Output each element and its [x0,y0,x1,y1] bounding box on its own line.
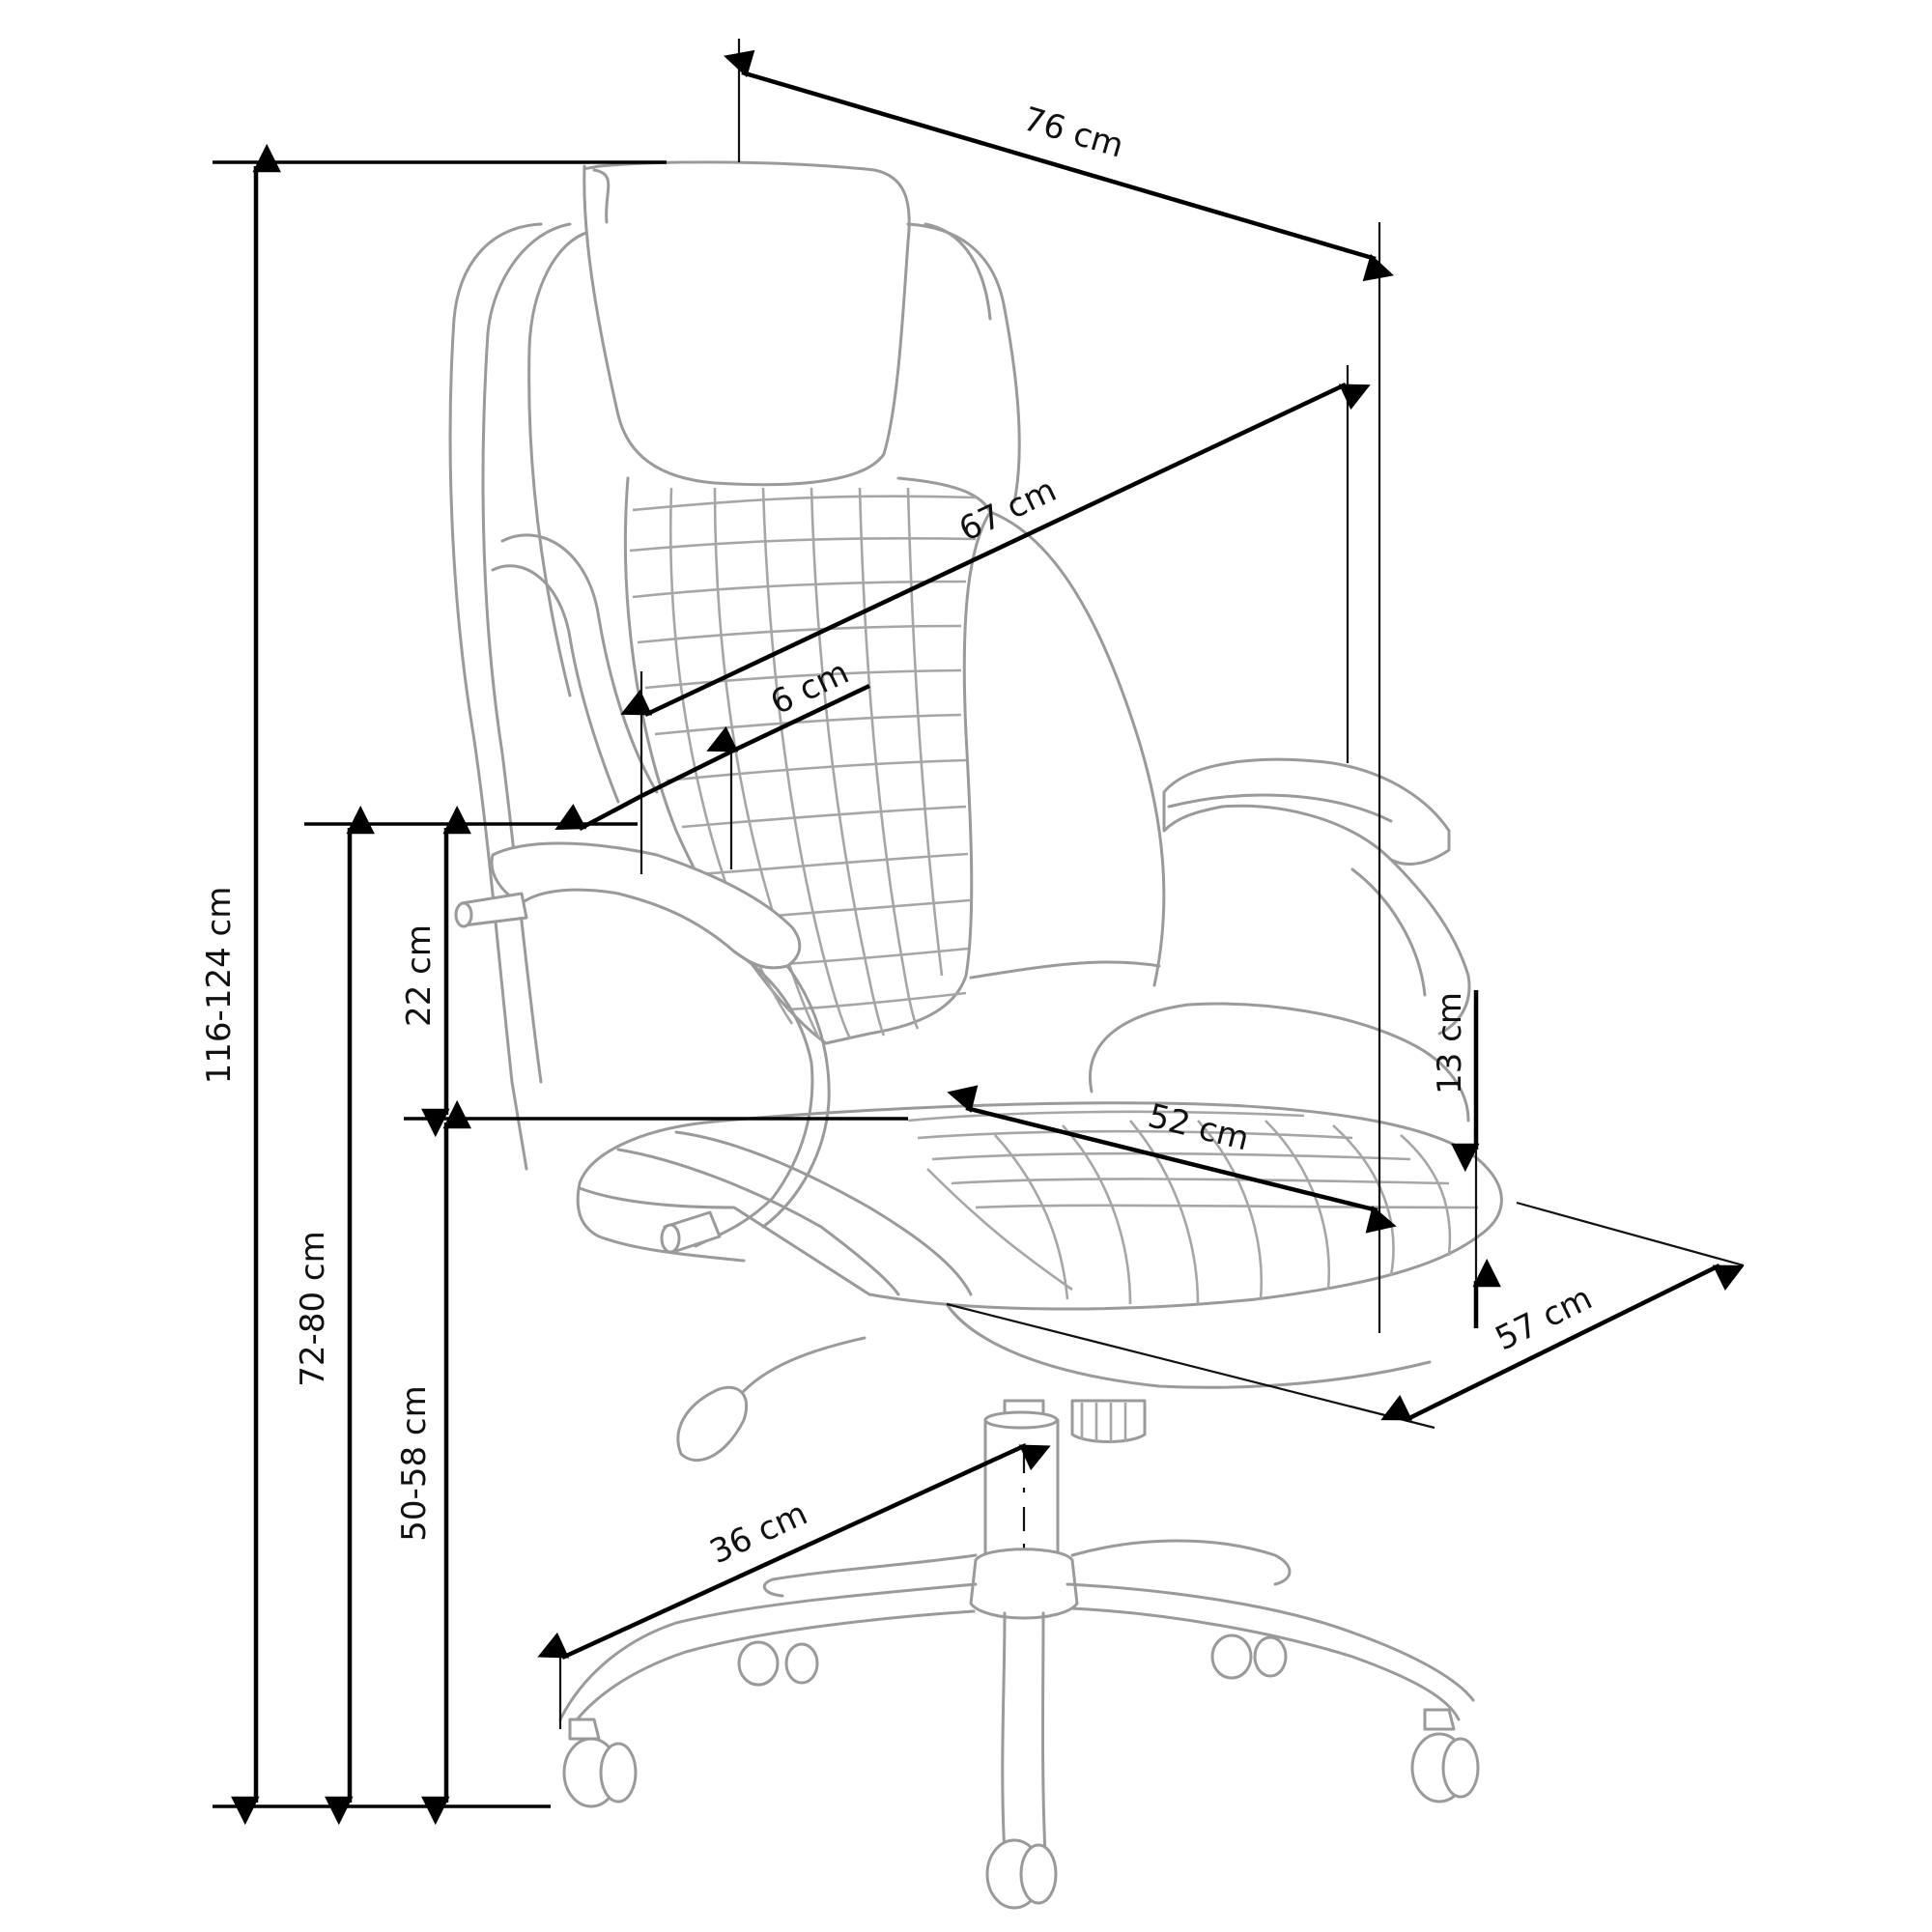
seat-depth-label: 57 cm [1490,1279,1599,1359]
overall-width-arrow [724,49,1394,282]
armrest-left [454,841,831,1254]
seat-width-arrow [947,1085,1397,1234]
gas-cylinder [983,1399,1060,1557]
armrest-right [1162,757,1471,1036]
lumbar-arrow-right [706,683,870,754]
total-height-label: 116-124 cm [200,887,239,1085]
caster [1210,1634,1288,1680]
seat-back-cushion [1089,1002,1470,1122]
lumbar-arrow-mid [640,749,732,799]
caster [1410,1708,1480,1804]
depth-back-extension-line [1516,1201,1745,1267]
armrest-height-label: 72-80 cm [294,1231,332,1386]
base-radius-label: 36 cm [704,1494,813,1572]
caster [562,1718,638,1808]
base-radius-arrow [537,1442,1051,1661]
lumbar-arrow-left [554,794,643,831]
seat-thickness-label: 13 cm [1431,992,1469,1094]
headrest [582,160,1021,504]
backrest-left-wing [448,222,659,1171]
seat-depth-arrow [1380,1263,1745,1423]
depth-front-extension-line [946,1302,1435,1430]
seat-mechanism [676,1302,1432,1463]
backrest-height-label: 67 cm [953,470,1063,549]
backrest-height-arrow [620,382,1371,718]
backrest-center-panel [623,476,992,1045]
overall-width-label: 76 cm [1019,99,1128,165]
caster [985,1838,1058,1910]
caster [737,1640,819,1687]
armrest-above-seat-label: 22 cm [400,924,439,1027]
chair-illustration [448,160,1503,1910]
seat-height-label: 50-58 cm [395,1385,434,1541]
backrest-right-bolster [969,510,1166,987]
